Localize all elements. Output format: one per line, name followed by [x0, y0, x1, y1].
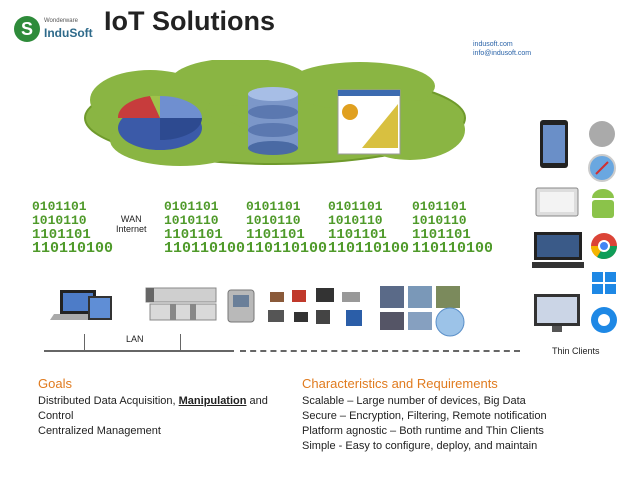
contact-info: indusoft.com info@indusoft.com	[473, 40, 531, 58]
slide-title: IoT Solutions	[104, 6, 275, 36]
binary-streams: 0101101 1010110 1101101 110110100 010110…	[32, 199, 492, 257]
lan-line-solid	[44, 350, 234, 352]
sensors-gadgets-icon	[268, 288, 362, 326]
binary-stream-5c: 1101101	[412, 227, 471, 243]
characteristic-item: Secure – Encryption, Filtering, Remote n…	[302, 410, 547, 422]
goals-line-2: Control	[38, 410, 74, 422]
logo-name: InduSoft	[44, 26, 93, 40]
binary-stream-2b: 1010110	[164, 213, 219, 228]
contact-email: info@indusoft.com	[473, 50, 532, 57]
characteristics-section: Characteristics and Requirements Scalabl…	[302, 376, 632, 454]
binary-stream-4b: 1010110	[328, 213, 383, 228]
binary-stream-3c: 1101101	[246, 227, 305, 243]
characteristic-item: Simple - Easy to configure, deploy, and …	[302, 440, 538, 452]
tablet-device-icon	[535, 187, 579, 217]
binary-stream-3d: 110110100	[246, 240, 327, 257]
binary-stream-2d: 110110100	[164, 240, 245, 257]
goals-section: Goals Distributed Data Acquisition, Mani…	[38, 376, 288, 439]
goals-manipulation-emph: Manipulation	[178, 395, 247, 407]
thin-clients-label: Thin Clients	[552, 346, 600, 356]
binary-stream-5: 0101101	[412, 199, 467, 214]
binary-stream-4d: 110110100	[328, 240, 409, 257]
tablet-phone-icon	[88, 296, 112, 320]
binary-stream-3: 0101101	[246, 199, 301, 214]
goals-line-1: Distributed Data Acquisition, Manipulati…	[38, 394, 288, 409]
binary-stream-1c: 1101101	[32, 227, 91, 243]
characteristics-heading: Characteristics and Requirements	[302, 376, 498, 391]
lan-tick-right	[180, 334, 181, 350]
characteristic-item: Platform agnostic – Both runtime and Thi…	[302, 425, 544, 437]
goals-line-3: Centralized Management	[38, 425, 161, 437]
pie-chart-icon	[117, 95, 202, 150]
logo-pretext: Wonderware	[44, 18, 78, 24]
lan-line-dashed	[240, 350, 520, 352]
wan-label: WAN Internet	[116, 214, 147, 234]
goals-line-1-post: and	[246, 395, 268, 407]
hmi-panel-icon	[227, 289, 255, 323]
thin-clients-devices	[532, 120, 618, 333]
lan-label: LAN	[126, 334, 144, 344]
apple-logo-icon	[589, 121, 615, 147]
chrome-logo-icon	[590, 233, 618, 260]
binary-stream-4: 0101101	[328, 199, 383, 214]
indusoft-logo-icon: S	[14, 16, 40, 42]
database-icon	[248, 87, 298, 155]
binary-stream-5d: 110110100	[412, 240, 492, 257]
windows-logo-icon	[592, 272, 616, 294]
cloud-diagram	[84, 60, 466, 166]
phone-device-icon	[540, 120, 568, 168]
industrial-photos-icon	[380, 286, 465, 337]
binary-stream-2: 0101101	[164, 199, 219, 214]
internet-explorer-icon	[591, 307, 617, 333]
android-logo-icon	[592, 189, 614, 218]
plc-racks-icon	[145, 287, 217, 321]
goals-heading: Goals	[38, 376, 72, 391]
characteristic-item: Scalable – Large number of devices, Big …	[302, 395, 526, 407]
binary-stream-1b: 1010110	[32, 213, 87, 228]
goals-line-1-pre: Distributed Data Acquisition,	[38, 395, 179, 407]
contact-website: indusoft.com	[473, 41, 513, 48]
windows-tablet-icon	[532, 232, 584, 268]
binary-stream-1: 0101101	[32, 199, 87, 214]
binary-stream-1d: 110110100	[32, 240, 113, 257]
indusoft-logo: S Wonderware InduSoft	[14, 12, 96, 48]
report-screen-icon	[337, 89, 401, 155]
safari-icon	[588, 154, 616, 182]
binary-stream-3b: 1010110	[246, 213, 301, 228]
desktop-monitor-icon	[534, 294, 580, 332]
binary-stream-5b: 1010110	[412, 213, 467, 228]
devices-row	[50, 286, 465, 337]
lan-tick-left	[84, 334, 85, 350]
binary-stream-2c: 1101101	[164, 227, 223, 243]
binary-stream-4c: 1101101	[328, 227, 387, 243]
